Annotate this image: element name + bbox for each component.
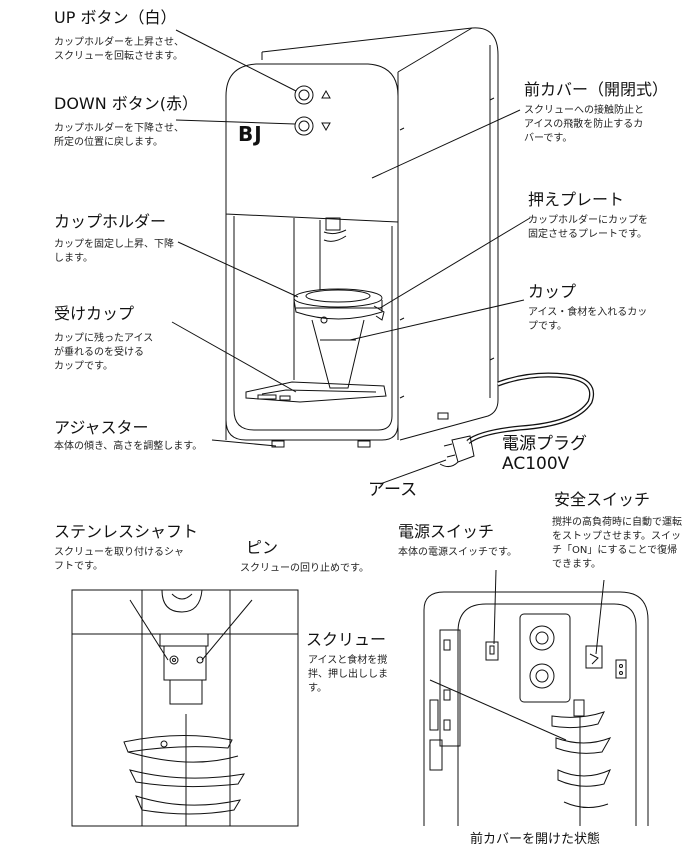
power-switch-desc: 本体の電源スイッチです。 [398, 547, 517, 558]
front-cover [225, 63, 399, 440]
cup-holder-desc: カップを固定し上昇、下降 します。 [54, 239, 174, 264]
up-button-desc: カップホルダーを上昇させ、 スクリューを回転させます。 [54, 37, 184, 62]
drip-cup-title: 受けカップ [54, 304, 135, 323]
shaft-small [323, 217, 347, 242]
cup-holder-title: カップホルダー [54, 212, 167, 231]
screw-title: スクリュー [306, 630, 387, 649]
power-switch-title: 電源スイッチ [398, 522, 495, 541]
drip-tray [245, 381, 387, 403]
shaft-closeup [71, 589, 299, 827]
cup-title: カップ [528, 282, 577, 301]
power-cord [439, 372, 594, 468]
machine-body [261, 27, 499, 441]
press-plate-title: 押えプレート [528, 190, 625, 209]
screw-desc: アイスと食材を撹 拌、押し出ししま す。 [308, 655, 388, 694]
up-button-title: UP ボタン（白） [54, 8, 177, 27]
front-cover-title: 前カバー（開閉式） [524, 80, 669, 99]
stainless-shaft-title: ステンレスシャフト [54, 522, 199, 541]
safety-switch-desc: 撹拌の高負荷時に自動で運転 をストップさせます。スイッ チ「ON」にすることで復… [552, 517, 682, 570]
drip-cup-desc: カップに残ったアイス が垂れるのを受ける カップです。 [54, 333, 154, 372]
cover-open-caption: 前カバーを開けた状態 [470, 832, 601, 847]
adjuster-feet [271, 412, 449, 448]
pin-title: ピン [246, 538, 279, 557]
cup-desc: アイス・食材を入れるカッ プです。 [528, 307, 648, 332]
safety-switch-title: 安全スイッチ [554, 490, 651, 509]
down-button-desc: カップホルダーを下降させ、 所定の位置に戻します。 [54, 123, 184, 148]
down-button-title: DOWN ボタン(赤） [54, 94, 199, 113]
leader-lines [171, 29, 531, 485]
power-plug-title: 電源プラグ AC100V [502, 434, 587, 474]
buttons [294, 85, 331, 136]
adjuster-desc: 本体の傾き、高さを調整します。 [54, 441, 203, 452]
adjuster-title: アジャスター [54, 418, 149, 437]
brand-logo: BJ [238, 122, 263, 146]
earth-title: アース [368, 480, 418, 500]
cup-holder [293, 288, 385, 389]
pin-desc: スクリューの回り止めです。 [240, 563, 369, 574]
front-cover-desc: スクリューへの接触防止と アイスの飛散を防止するカ バーです。 [524, 105, 644, 144]
front-frame [225, 214, 399, 441]
cover-open-closeup [423, 569, 649, 826]
press-plate-desc: カップホルダーにカップを 固定させるプレートです。 [528, 215, 648, 240]
stainless-shaft-desc: スクリューを取り付けるシャ フトです。 [54, 547, 184, 572]
